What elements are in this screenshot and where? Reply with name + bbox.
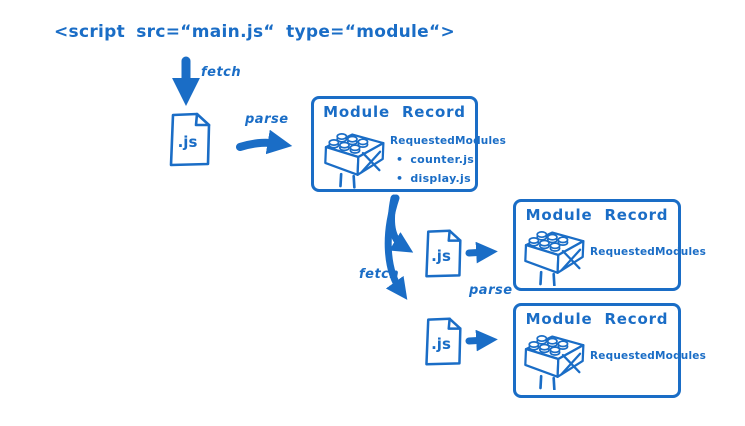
requested-modules-list: counter.js display.js — [390, 153, 506, 185]
parse-arrow-main — [236, 129, 293, 155]
lego-brick-icon — [524, 335, 585, 390]
script-tag-text: <script src=“main.js“ type=“module“> — [54, 22, 456, 42]
requested-modules-label: RequestedModules — [590, 350, 707, 362]
lego-brick-icon — [324, 133, 385, 189]
module-list-item: counter.js — [396, 153, 506, 166]
file-document-icon — [425, 317, 462, 366]
js-file-label: .js — [431, 246, 451, 265]
module-record-box-main: Module Record — [311, 96, 506, 192]
parse-arrow-top-right — [465, 241, 498, 264]
requested-modules-label: RequestedModules — [390, 135, 507, 147]
fetch-branch-arrow-bottom — [384, 194, 408, 300]
lego-brick-icon — [524, 231, 585, 286]
requested-modules-label: RequestedModules — [590, 246, 707, 258]
file-document-icon — [169, 112, 211, 167]
js-file-label: .js — [177, 132, 198, 151]
parse-label-top: parse — [245, 112, 289, 127]
module-record-title: Module Record — [323, 103, 466, 121]
js-file-label: .js — [431, 334, 451, 353]
parse-label-bottom: parse — [469, 283, 513, 298]
js-file-icon-main: .js — [166, 112, 212, 167]
js-file-icon-display: .js — [422, 316, 463, 367]
module-record-title: Module Record — [525, 206, 669, 224]
module-list-item: display.js — [396, 172, 506, 185]
module-record-box-counter: Module Record — [513, 199, 706, 291]
parse-arrow-bottom-right — [465, 329, 498, 352]
file-document-icon — [425, 229, 462, 278]
module-record-box-display: Module Record — [513, 303, 706, 398]
js-file-icon-counter: .js — [422, 228, 463, 279]
module-record-title: Module Record — [525, 310, 669, 328]
fetch-label-top: fetch — [201, 65, 242, 80]
fetch-label-bottom: fetch — [359, 267, 400, 282]
